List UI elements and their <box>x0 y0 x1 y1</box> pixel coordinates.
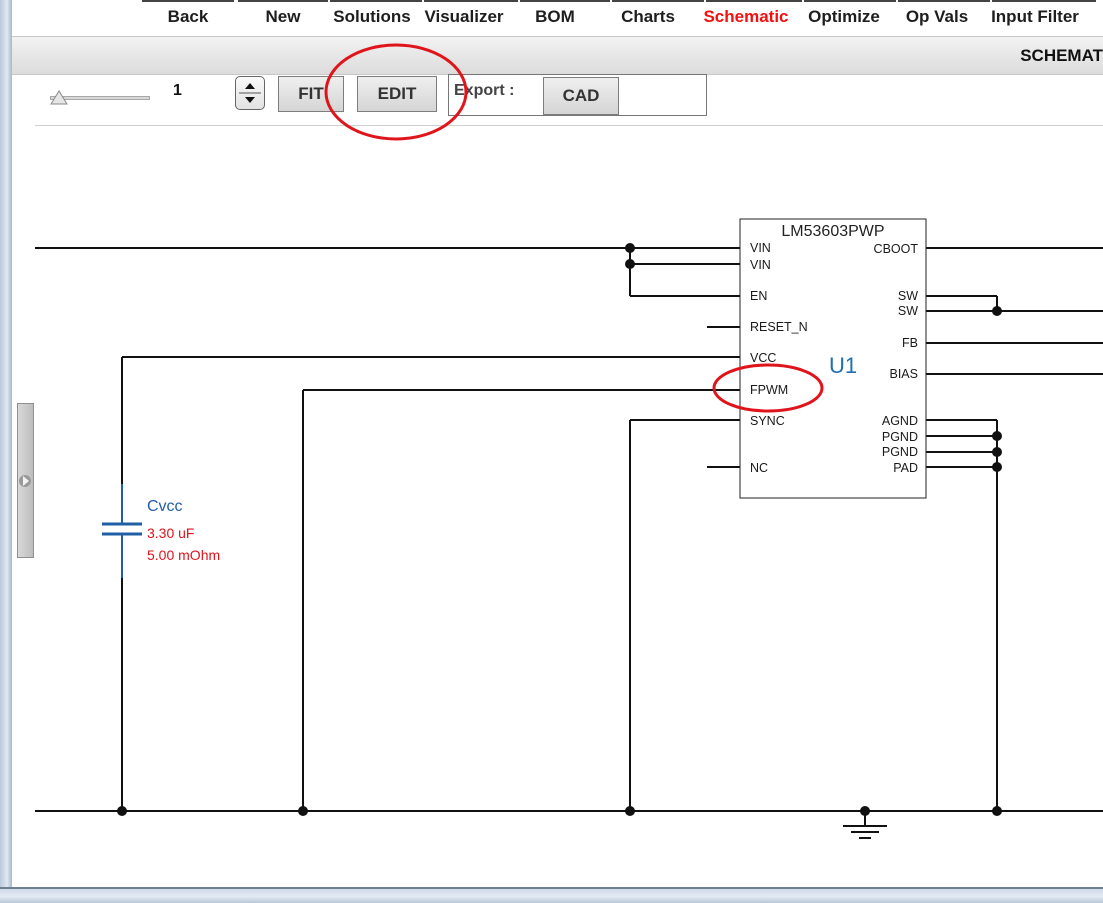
menu-back[interactable]: Back <box>167 7 209 26</box>
edit-button[interactable]: EDIT <box>357 76 437 112</box>
menu-charts[interactable]: Charts <box>621 7 675 26</box>
toolbar-divider <box>35 125 1103 126</box>
menu-op-vals[interactable]: Op Vals <box>905 7 969 26</box>
zoom-slider-track[interactable] <box>50 96 150 100</box>
edit-annotation-circle <box>324 43 468 141</box>
pin-label-left: EN <box>750 289 767 303</box>
zoom-slider-thumb[interactable] <box>50 89 68 105</box>
ground-symbol-icon <box>843 825 887 839</box>
zoom-value: 1 <box>173 82 182 99</box>
title-bar: SCHEMAT <box>12 36 1103 75</box>
pin-label-right: PAD <box>893 461 918 475</box>
menu-tab-top-border <box>424 0 518 2</box>
page-title: SCHEMAT <box>1020 46 1103 65</box>
window-left-border <box>0 0 12 903</box>
capacitor-name: Cvcc <box>147 498 183 515</box>
menu-tab-top-border <box>804 0 896 2</box>
pin-label-left: FPWM <box>750 383 788 397</box>
menu-tab-top-border <box>520 0 610 2</box>
pin-label-right: BIAS <box>890 367 919 381</box>
pin-label-right: SW <box>898 304 918 318</box>
capacitor-esr: 5.00 mOhm <box>147 547 220 563</box>
export-label: Export : <box>454 82 515 99</box>
pin-label-left: SYNC <box>750 414 785 428</box>
menu-tab-top-border <box>706 0 802 2</box>
menu-tab-top-border <box>238 0 328 2</box>
play-triangle-icon <box>19 475 31 487</box>
pin-label-left: VCC <box>750 351 776 365</box>
menu-tab-top-border <box>898 0 990 2</box>
pin-label-right: PGND <box>882 445 918 459</box>
pin-label-left: VIN <box>750 258 771 272</box>
pin-label-right: PGND <box>882 430 918 444</box>
annotation-circles <box>324 43 824 413</box>
menu-tab-top-border <box>330 0 422 2</box>
pin-label-right: AGND <box>882 414 918 428</box>
pin-label-left: VIN <box>750 241 771 255</box>
pin-label-left: RESET_N <box>750 320 808 334</box>
junction-dots <box>117 243 1002 816</box>
pin-label-left: NC <box>750 461 768 475</box>
pin-label-right: FB <box>902 336 918 350</box>
zoom-spinner[interactable] <box>235 76 265 110</box>
pin-label-right: CBOOT <box>874 242 919 256</box>
menu-optimize[interactable]: Optimize <box>808 7 880 26</box>
ic-u1[interactable]: LM53603PWP U1 VIN VIN EN RESET_N VCC FPW… <box>739 218 927 499</box>
menu-tab-top-border <box>992 0 1096 2</box>
menu-input-filter[interactable]: Input Filter <box>991 7 1079 26</box>
up-down-spinner-icon <box>239 83 261 103</box>
cad-export-button[interactable]: CAD <box>543 77 619 115</box>
menu-schematic[interactable]: Schematic <box>703 7 789 26</box>
fpwm-annotation-circle <box>712 363 824 413</box>
menu-visualizer[interactable]: Visualizer <box>424 7 504 26</box>
menu-bom[interactable]: BOM <box>535 7 575 26</box>
menu-solutions[interactable]: Solutions <box>333 7 411 26</box>
menu-new[interactable]: New <box>265 7 301 26</box>
side-panel-handle[interactable] <box>17 403 34 558</box>
ic-part-number: LM53603PWP <box>781 223 884 240</box>
window-bottom-border <box>0 887 1103 903</box>
wires <box>35 247 1103 826</box>
fit-button[interactable]: FIT <box>278 76 344 112</box>
ic-designator: U1 <box>829 353 857 378</box>
menu-bar: Back New Solutions Visualizer BOM Charts… <box>12 0 1103 36</box>
capacitor-capacitance: 3.30 uF <box>147 525 194 541</box>
menu-tab-top-border <box>612 0 704 2</box>
capacitor-cvcc[interactable]: Cvcc 3.30 uF 5.00 mOhm <box>102 484 220 578</box>
pin-label-right: SW <box>898 289 918 303</box>
menu-tab-top-border <box>142 0 234 2</box>
